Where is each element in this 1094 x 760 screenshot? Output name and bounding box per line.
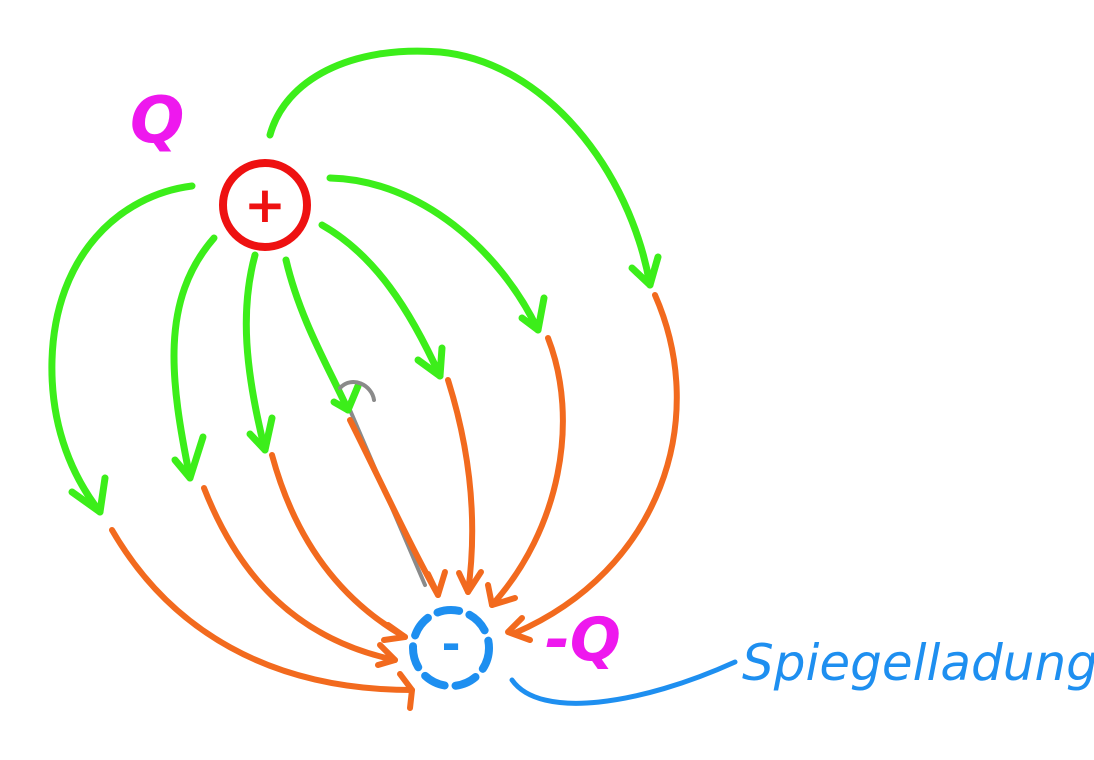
field-line-orange-6: [489, 335, 566, 608]
image-charge-pointer: [509, 659, 738, 706]
field-line-green-5: [318, 221, 444, 380]
arrowhead-orange-5: [456, 569, 484, 595]
arrowhead-orange-7: [505, 615, 533, 643]
arrowhead-orange-3: [381, 622, 408, 643]
field-line-green-4: [282, 256, 352, 414]
positive-charge-name: Q: [130, 84, 184, 158]
field-line-orange-4: [347, 417, 441, 598]
arrowhead-green-1: [68, 474, 109, 516]
field-line-green-1: [48, 182, 196, 516]
arrowhead-orange-2: [375, 642, 398, 668]
negative-charge-circle: [409, 606, 493, 690]
arrowhead-orange-6: [485, 582, 518, 608]
arrowhead-green-3: [246, 414, 276, 454]
field-line-orange-7: [512, 292, 680, 636]
field-line-orange-1: [109, 527, 415, 693]
field-line-green-2: [170, 234, 218, 482]
positive-charge: +: [219, 159, 311, 251]
arrowhead-orange-4: [425, 569, 448, 598]
arrowhead-green-7: [628, 253, 662, 289]
negative-charge-name: -Q: [545, 605, 621, 675]
field-line-green-7: [266, 47, 654, 289]
field-line-orange-5: [445, 377, 476, 595]
arrowhead-green-2: [171, 433, 207, 482]
positive-charge-circle: [219, 159, 311, 251]
negative-charge-sign: -: [441, 617, 460, 671]
negative-charge: -: [409, 606, 493, 690]
field-lines: [48, 47, 680, 711]
arrowhead-green-5: [414, 344, 446, 380]
field-line-orange-3: [269, 452, 408, 640]
field-line-green-3: [242, 251, 269, 454]
image-charge-label: Spiegelladung: [742, 634, 1094, 692]
small-arc-mark: [338, 380, 376, 402]
field-line-orange-2: [201, 485, 398, 663]
arrowhead-orange-1: [397, 671, 415, 711]
positive-charge-sign: +: [244, 176, 286, 234]
field-line-green-6: [326, 174, 542, 334]
arrowhead-green-6: [518, 294, 548, 334]
arrowhead-green-4: [330, 382, 362, 414]
